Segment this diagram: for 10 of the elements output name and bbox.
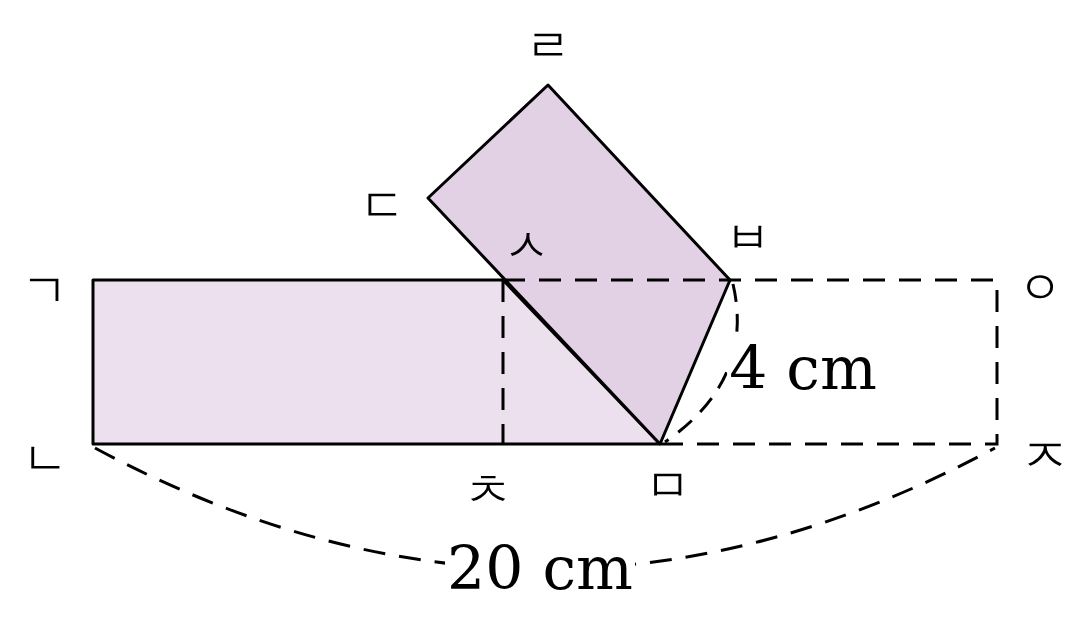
- point-label: ㄷ: [360, 182, 406, 228]
- point-label: ㄱ: [22, 267, 68, 313]
- point-label: ㅁ: [645, 462, 691, 508]
- point-label: ㅂ: [725, 214, 771, 260]
- point-label: ㅈ: [1022, 432, 1068, 478]
- point-label: ㅊ: [465, 467, 511, 513]
- point-label: ㅇ: [1017, 264, 1063, 310]
- point-label: ㄴ: [22, 435, 68, 481]
- point-label: ㅅ: [504, 222, 550, 268]
- point-label: ㄹ: [525, 22, 571, 68]
